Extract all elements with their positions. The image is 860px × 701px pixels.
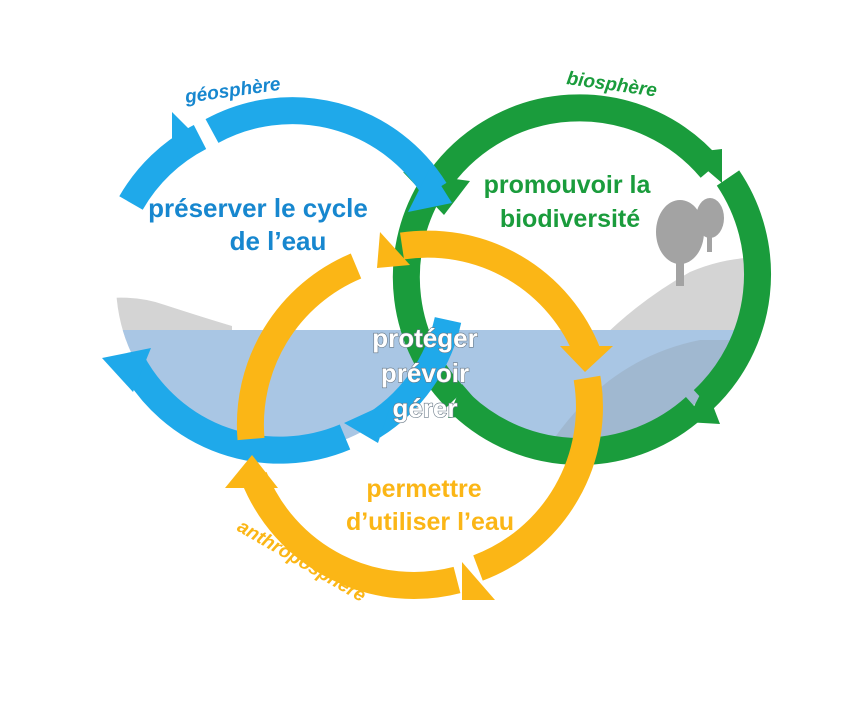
anthroposphere-ring — [225, 230, 613, 600]
tree-crown-large — [656, 200, 704, 264]
center-line-3: gérer — [392, 393, 457, 423]
goal-anthroposphere: permettre d’utiliser l’eau — [346, 475, 514, 536]
goal-anthro-line-1: permettre — [366, 475, 481, 503]
goal-geosphere: préserver le cycle de l’eau — [148, 193, 368, 256]
bio-arrowhead-left — [448, 384, 488, 418]
anthro-arc-bottom — [241, 471, 461, 599]
goal-bio-line-2: biodiversité — [500, 205, 640, 233]
goal-geo-line-2: de l’eau — [230, 226, 327, 256]
anthro-arrowhead-right — [560, 346, 613, 372]
tree-crown-small — [696, 198, 724, 238]
geo-arc-lower — [120, 355, 351, 464]
anthro-arc-top — [400, 230, 601, 360]
bio-arrowhead-bottom — [686, 385, 720, 424]
geo-arrowhead-right — [408, 168, 452, 212]
anthro-arrowhead-top — [377, 232, 410, 268]
goal-biosphere: promouvoir la biodiversité — [484, 171, 652, 233]
trees — [656, 198, 724, 286]
bio-arc-right — [693, 170, 771, 410]
anthro-arrowhead-left — [225, 455, 278, 488]
geosphere-ring — [102, 97, 462, 464]
hill-right — [600, 257, 750, 340]
geo-arrowhead-bottom — [344, 401, 392, 443]
bio-arc-top — [424, 94, 722, 193]
geo-arc-right — [205, 97, 447, 198]
anthro-arc-left — [236, 253, 362, 441]
bio-arrowhead-right — [687, 149, 722, 183]
center-line-2: prévoir — [381, 358, 469, 388]
hill-left — [116, 297, 232, 340]
geo-arrowhead-left — [102, 348, 151, 392]
anthro-arc-right — [473, 375, 603, 581]
goal-anthro-line-2: d’utiliser l’eau — [346, 508, 514, 536]
center-line-1: protéger — [372, 323, 477, 353]
geo-arrowhead-top — [172, 112, 200, 160]
center-actions: protéger prévoir gérer — [372, 322, 479, 423]
goal-geo-line-1: préserver le cycle — [148, 193, 368, 223]
goal-bio-line-1: promouvoir la — [484, 171, 652, 199]
anthro-arrowhead-bottom — [462, 562, 495, 600]
